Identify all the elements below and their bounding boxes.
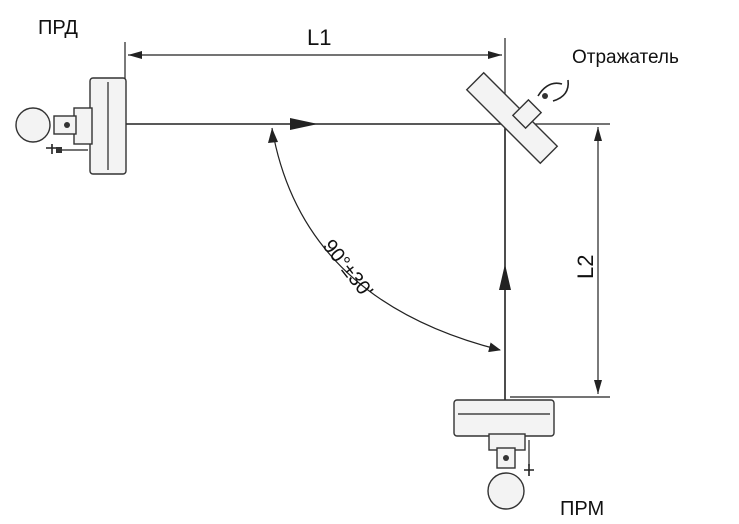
reflector-mirror [465, 71, 570, 165]
l2-label: L2 [573, 255, 598, 279]
dimension-l2: L2 [510, 123, 610, 398]
transmitter-label: ПРД [38, 17, 78, 39]
angle-label: 90°±30' [318, 236, 377, 303]
reflector-label: Отражатель [572, 47, 679, 68]
l1-label: L1 [307, 25, 331, 50]
beam-path [125, 118, 511, 400]
angle-arc: 90°±30' [268, 127, 501, 353]
dimension-l1: L1 [124, 25, 506, 124]
transmitter-device [15, 77, 127, 175]
receiver-label: ПРМ [560, 498, 604, 520]
receiver-device [453, 399, 555, 510]
